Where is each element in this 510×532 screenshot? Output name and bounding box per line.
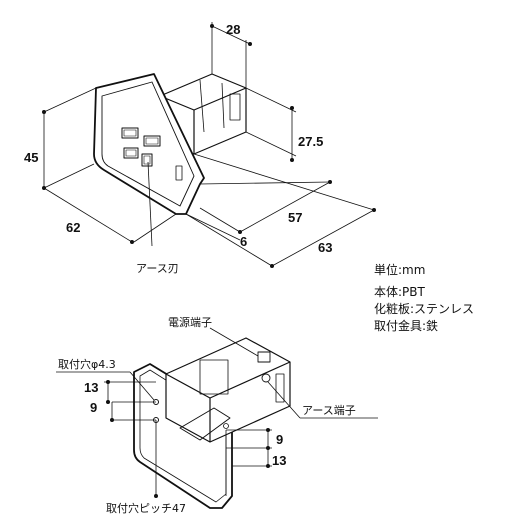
dim-hole-offset-9-left: 9 — [90, 400, 97, 415]
outlet-slots — [121, 127, 161, 167]
dim-length: 57 — [288, 210, 302, 225]
material-notes: 本体:PBT 化粧板:ステンレス 取付金具:鉄 — [374, 284, 474, 335]
earth-terminal-label: アース端子 — [302, 404, 356, 417]
hole-pitch-label: 取付穴ピッチ47 — [106, 501, 186, 515]
power-terminal-label: 電源端子 — [168, 315, 212, 329]
earth-blade-label: アース刃 — [136, 262, 179, 275]
dim-plate: 6 — [240, 234, 247, 249]
unit-note: 単位:mm — [374, 262, 425, 279]
bottom-dimension-lines — [56, 327, 378, 496]
top-view-drawing — [42, 22, 376, 268]
dim-body-height: 27.5 — [298, 134, 323, 149]
socket-body-rear — [165, 337, 291, 443]
unit-text: 単位:mm — [374, 263, 426, 277]
dimension-points — [42, 24, 376, 268]
earth-blade-slot — [141, 153, 153, 167]
bottom-dimension-points — [106, 380, 270, 498]
body-material: 本体:PBT — [374, 285, 425, 299]
power-terminal — [257, 351, 271, 363]
dim-hole-offset-13-left: 13 — [84, 380, 98, 395]
dim-hole-offset-9-right: 9 — [276, 432, 283, 447]
top-dimension-lines — [43, 22, 375, 267]
bracket-material: 取付金具:鉄 — [374, 319, 439, 333]
earth-terminal — [261, 373, 271, 383]
plate-material: 化粧板:ステンレス — [374, 302, 475, 316]
dim-hole-offset-13-right: 13 — [272, 453, 286, 468]
dim-depth-body: 28 — [226, 22, 240, 37]
dim-width: 62 — [66, 220, 80, 235]
mount-hole-label: 取付穴φ4.3 — [58, 357, 116, 371]
bottom-view-drawing — [56, 327, 378, 509]
dim-height: 45 — [24, 150, 38, 165]
dim-overall: 63 — [318, 240, 332, 255]
